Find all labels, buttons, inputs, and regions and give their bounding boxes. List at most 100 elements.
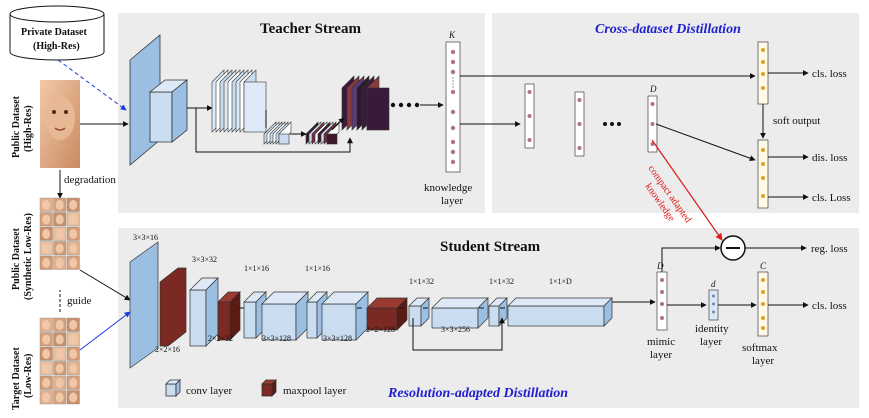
neuron	[660, 302, 664, 306]
knowledge-layer	[445, 41, 461, 173]
student-conv-6a	[488, 305, 500, 327]
neuron	[660, 278, 664, 282]
neuron	[450, 59, 456, 65]
cross-dataset-panel	[492, 13, 859, 213]
neuron	[450, 149, 456, 155]
mimic-layer	[656, 271, 668, 331]
legend-pool-label: maxpool layer	[283, 385, 347, 397]
neuron	[761, 48, 765, 52]
neuron	[712, 310, 715, 314]
neuron	[527, 138, 532, 142]
neuron	[650, 122, 655, 126]
neuron	[761, 316, 765, 320]
student-conv-2	[189, 289, 207, 347]
neuron	[660, 290, 664, 294]
legend-pool	[261, 379, 277, 397]
softmax-label: softmax	[742, 342, 778, 354]
dim-c4b: 3×3×128	[323, 334, 352, 343]
reg-loss-label: reg. loss	[811, 243, 848, 255]
student-pool-1	[159, 267, 187, 347]
neuron	[761, 148, 765, 152]
neuron	[450, 69, 456, 75]
teacher-block-2	[263, 121, 292, 145]
dim-c3a: 1×1×16	[244, 264, 269, 273]
neuron	[761, 72, 765, 76]
teacher-block-1	[211, 69, 267, 133]
cls-loss-top: cls. loss	[812, 68, 847, 80]
dim-c1: 3×3×16	[133, 233, 158, 242]
target-to-student-arrow	[79, 311, 131, 351]
compact-knowledge-arrow	[651, 139, 723, 241]
student-conv-7	[507, 305, 605, 327]
teacher-block-3	[305, 121, 340, 145]
neuron	[712, 294, 715, 298]
public-lr-label: Public Dataset	[11, 227, 22, 290]
dim-c7: 1×1×D	[549, 277, 572, 286]
degradation-label: degradation	[64, 174, 116, 186]
neuron	[761, 86, 765, 90]
cross-dataset-title: Cross-dataset Distillation	[595, 22, 741, 37]
target-res: (Low-Res)	[23, 354, 34, 398]
neuron	[761, 162, 765, 166]
face-grid-icon	[39, 197, 80, 270]
neuron	[450, 49, 456, 55]
k-label: K	[448, 30, 456, 40]
mimic-D: D	[656, 261, 664, 271]
student-neurons	[660, 278, 765, 330]
legend-conv-label: conv layer	[186, 385, 232, 397]
private-arrow	[57, 59, 127, 111]
neuron	[761, 302, 765, 306]
knowledge-layer-neurons	[450, 49, 456, 165]
neuron	[761, 176, 765, 180]
student-conv-4b	[321, 303, 357, 341]
dim-c3b: 3×3×128	[262, 334, 291, 343]
identity-layer-label: layer	[700, 336, 722, 348]
d-label-teacher: D	[649, 84, 657, 94]
database-cylinder-icon	[9, 5, 105, 61]
dim-p1: 2×2×16	[155, 345, 180, 354]
cls-loss-bottom: cls. loss	[812, 300, 847, 312]
student-conv-1	[129, 241, 159, 369]
cls-loss-mid: cls. Loss	[812, 192, 851, 204]
softmax-C: C	[760, 261, 767, 271]
neuron	[761, 60, 765, 64]
cross-dataset-layers	[524, 83, 658, 157]
target-face-grid-icon	[39, 317, 80, 405]
output-neurons	[761, 48, 765, 198]
private-dataset-label: Private Dataset	[21, 27, 87, 38]
identity-d: d	[711, 279, 716, 289]
mimic-label: mimic	[647, 336, 675, 348]
public-hr-res: (High-Res)	[23, 105, 34, 152]
neuron	[577, 146, 582, 150]
neuron	[450, 139, 456, 145]
neuron	[450, 89, 456, 95]
dim-c5a: 1×1×32	[409, 277, 434, 286]
neuron	[577, 122, 582, 126]
student-title: Student Stream	[440, 239, 541, 255]
private-dataset-res: (High-Res)	[33, 41, 80, 52]
teacher-conv-2	[148, 79, 189, 143]
neuron	[450, 109, 456, 115]
public-hr-label: Public Dataset	[11, 95, 22, 158]
neuron	[527, 90, 532, 94]
neuron	[650, 102, 655, 106]
dim-p2: 2×2×32	[208, 334, 233, 343]
neuron	[761, 194, 765, 198]
neuron	[450, 159, 456, 165]
dim-c6a: 1×1×32	[489, 277, 514, 286]
dim-c2: 3×3×32	[192, 255, 217, 264]
neuron	[660, 316, 664, 320]
neuron	[761, 278, 765, 282]
soft-output-label: soft output	[773, 115, 820, 127]
lr-to-student-arrow	[79, 269, 131, 301]
dim-p3: 2×2×128	[366, 325, 395, 334]
knowledge-layer-label: layer	[441, 195, 463, 207]
knowledge-label: knowledge	[424, 182, 472, 194]
resolution-title: Resolution-adapted Distillation	[387, 386, 568, 401]
student-conv-3a	[243, 301, 257, 339]
public-lr-res: (Synthetic Low-Res)	[23, 213, 34, 300]
neuron	[761, 326, 765, 330]
face-photo-icon	[40, 80, 80, 168]
student-network	[129, 241, 613, 369]
